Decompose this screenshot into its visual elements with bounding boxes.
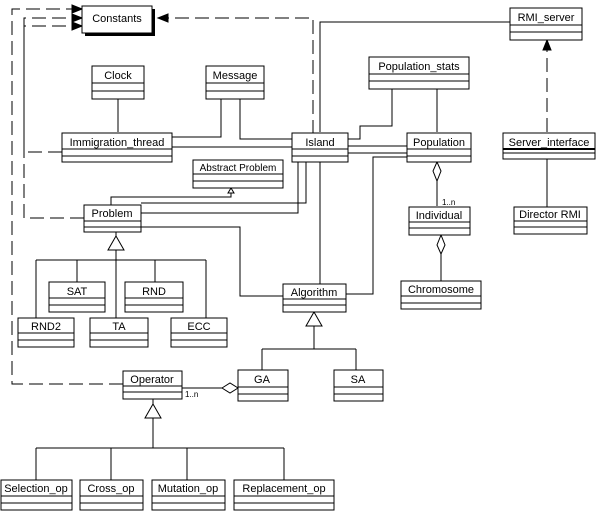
edge-popstats-island xyxy=(348,76,393,140)
class-server-interface-name: Server_interface xyxy=(509,137,590,149)
class-rnd2[interactable]: RND2 xyxy=(17,317,75,348)
class-chromosome-name: Chromosome xyxy=(408,284,474,296)
edge-message-immigration xyxy=(172,99,222,138)
class-sa[interactable]: SA xyxy=(333,369,384,402)
class-abstract-problem-name: Abstract Problem xyxy=(200,163,277,174)
class-rnd2-name: RND2 xyxy=(31,321,61,333)
class-mutation-op[interactable]: Mutation_op xyxy=(151,479,226,511)
class-director-rmi[interactable]: Director RMI xyxy=(513,206,588,235)
class-operator[interactable]: Operator xyxy=(122,370,183,400)
class-rmi-server-name: RMI_server xyxy=(518,12,575,24)
class-algorithm-name: Algorithm xyxy=(291,287,337,299)
class-rnd[interactable]: RND xyxy=(124,281,184,313)
class-immigration-thread-name: Immigration_thread xyxy=(70,137,165,149)
class-population-name: Population xyxy=(413,137,465,149)
class-ecc[interactable]: ECC xyxy=(170,317,228,348)
class-island-name: Island xyxy=(305,137,334,149)
edge-message-island xyxy=(239,99,292,140)
class-ga-name: GA xyxy=(254,374,271,386)
class-constants[interactable]: Constants xyxy=(81,5,155,36)
class-operator-name: Operator xyxy=(130,374,174,386)
edge-island-problem-b xyxy=(141,156,299,214)
class-ga[interactable]: GA xyxy=(237,369,289,402)
dep-immigration-constants xyxy=(23,17,72,153)
class-replacement-op[interactable]: Replacement_op xyxy=(233,479,335,511)
class-ta-name: TA xyxy=(112,321,126,333)
class-chromosome[interactable]: Chromosome xyxy=(400,280,482,310)
edge-population-algorithm xyxy=(346,156,407,295)
class-rmi-server[interactable]: RMI_server xyxy=(509,7,583,41)
multiplicity-population-individual: 1..n xyxy=(442,198,455,207)
class-individual[interactable]: Individual xyxy=(408,206,471,236)
class-rnd-name: RND xyxy=(142,286,166,298)
class-immigration-thread[interactable]: Immigration_thread xyxy=(61,132,173,163)
class-population[interactable]: Population xyxy=(406,132,472,163)
class-cross-op[interactable]: Cross_op xyxy=(79,479,144,511)
class-ecc-name: ECC xyxy=(187,321,210,333)
class-message[interactable]: Message xyxy=(205,65,265,100)
class-cross-op-name: Cross_op xyxy=(87,483,134,495)
class-sat[interactable]: SAT xyxy=(48,281,106,313)
class-sa-name: SA xyxy=(351,374,366,386)
class-selection-op-name: Selection_op xyxy=(4,483,68,495)
class-clock-name: Clock xyxy=(104,70,132,82)
class-population-stats[interactable]: Population_stats xyxy=(368,56,470,90)
class-problem-name: Problem xyxy=(92,208,133,220)
class-island[interactable]: Island xyxy=(291,132,349,163)
class-constants-name: Constants xyxy=(92,13,142,25)
class-message-name: Message xyxy=(213,70,258,82)
class-abstract-problem[interactable]: Abstract Problem xyxy=(192,159,284,189)
class-selection-op[interactable]: Selection_op xyxy=(0,479,73,511)
dep-problem-constants xyxy=(23,25,84,219)
class-problem[interactable]: Problem xyxy=(83,204,142,233)
class-mutation-op-name: Mutation_op xyxy=(158,483,219,495)
class-sat-name: SAT xyxy=(67,286,88,298)
class-ta[interactable]: TA xyxy=(89,317,149,348)
class-population-stats-name: Population_stats xyxy=(378,61,460,73)
multiplicity-operator-ga: 1..n xyxy=(185,390,198,399)
class-clock[interactable]: Clock xyxy=(91,65,145,100)
edge-problem-algorithm xyxy=(141,226,283,297)
class-algorithm[interactable]: Algorithm xyxy=(282,283,347,313)
class-director-rmi-name: Director RMI xyxy=(519,209,581,221)
class-server-interface[interactable]: Server_interface xyxy=(502,132,596,160)
edge-island-problem-a xyxy=(141,156,307,204)
edge-island-rmi xyxy=(319,21,510,132)
edge-abstract-problem xyxy=(110,193,232,205)
class-replacement-op-name: Replacement_op xyxy=(242,483,325,495)
class-individual-name: Individual xyxy=(416,210,462,222)
